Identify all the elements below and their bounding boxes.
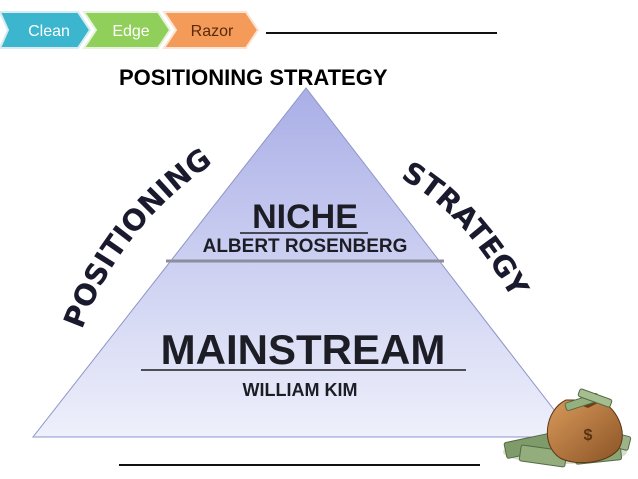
tab-razor-label: Razor xyxy=(191,23,234,40)
niche-subtitle: ALBERT ROSENBERG xyxy=(203,236,408,257)
tab-bar: Clean Edge Razor xyxy=(0,11,260,49)
mainstream-title: MAINSTREAM xyxy=(161,326,446,373)
page-title: POSITIONING STRATEGY xyxy=(119,65,388,90)
tab-clean-label: Clean xyxy=(28,23,70,40)
tab-clean[interactable]: Clean xyxy=(0,11,92,49)
svg-text:$: $ xyxy=(584,427,593,444)
tab-edge-label: Edge xyxy=(112,23,149,40)
tab-edge[interactable]: Edge xyxy=(82,11,172,49)
tab-razor[interactable]: Razor xyxy=(162,11,260,49)
mainstream-subtitle: WILLIAM KIM xyxy=(243,380,358,400)
niche-title: NICHE xyxy=(252,198,358,236)
pyramid: NICHE ALBERT ROSENBERG MAINSTREAM WILLIA… xyxy=(31,87,577,438)
money-bag-icon: $ xyxy=(503,388,632,468)
